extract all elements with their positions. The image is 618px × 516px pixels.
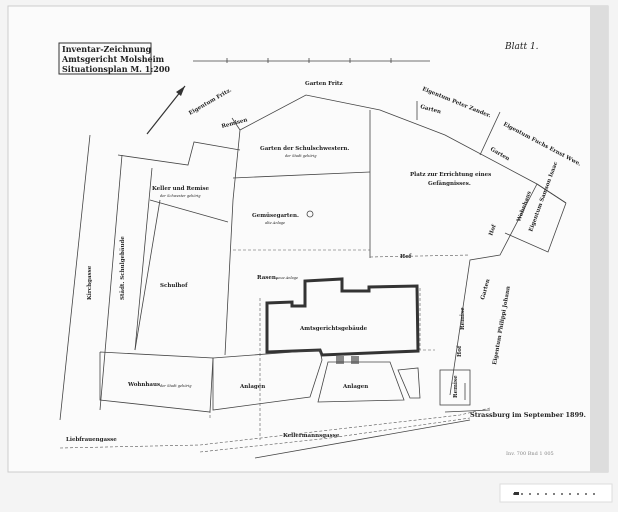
label-schulgebaeude: Städt. Schulgebäude [119,236,126,300]
archive-stamp: Inv. 700 Bnd 1 005 [506,451,554,457]
label-anlagen-left: Anlagen [239,384,265,390]
label-platz-gefaengnis-2: Gefängnisses. [428,180,471,187]
label-keller-remise: Keller und Remise [152,186,209,192]
title-line-1: Inventar-Zeichnung [62,44,152,54]
label-rasen: Rasen, [257,275,278,281]
label-hof-top: Hof [400,254,412,260]
paper-edge-shadow [590,6,608,472]
label-gemuesegarten: Gemüsegarten. [252,212,299,219]
label-remise-2: Remise [453,375,459,398]
note-keller-remise: der Schwester gehörig [160,194,201,198]
label-garten-philippi: Garten [480,278,491,300]
label-platz-gefaengnis: Platz zur Errichtung eines [410,172,491,178]
date-signature: Strassburg im September 1899. [470,411,586,419]
scale-bar [193,58,430,63]
measurement-ruler [499,483,613,503]
label-kirchgasse: Kirchgasse [87,265,93,300]
note-rasen: neue Anlage [276,276,298,280]
note-wohnhaus: der Stadt gehörig [160,384,192,388]
title-block: Inventar-Zeichnung Amtsgericht Molsheim … [58,42,170,75]
label-liebfrauengasse: Liebfrauengasse [66,437,117,443]
marker-circle [306,210,314,218]
label-anlagen-mid: Anlagen [342,384,368,390]
label-garten-schulschwestern: Garten der Schulschwestern. [260,146,349,152]
note-garten-schulschwestern: der Stadt gehörig [285,154,317,158]
entrance-step [336,356,344,364]
entrance-step [351,356,359,364]
title-line-2: Amtsgericht Molsheim [61,54,165,64]
dashed-boundaries [59,249,491,459]
garden-beds [212,349,421,411]
label-kellermannsgasse: Kellermannsgasse [283,433,340,439]
label-garten-fritz: Garten Fritz [305,81,343,87]
label-garten-zander: Garten [419,104,441,115]
label-hof-lower: Hof [457,345,463,357]
property-lines [59,94,567,421]
label-amtsgerichtsgebaeude: Amtsgerichtsgebäude [299,325,368,332]
label-schulhof: Schulhof [160,283,188,289]
label-remise-1: Remise [460,307,466,330]
sheet-number: Blatt 1. [504,42,539,52]
north-arrow-icon [146,85,186,135]
note-gemuesegarten: alte Anlage [265,221,285,225]
label-hof-right: Hof [488,223,498,236]
label-wohnhaus: Wohnhaus [127,382,160,388]
title-line-3: Situationsplan M. 1:200 [62,64,170,74]
